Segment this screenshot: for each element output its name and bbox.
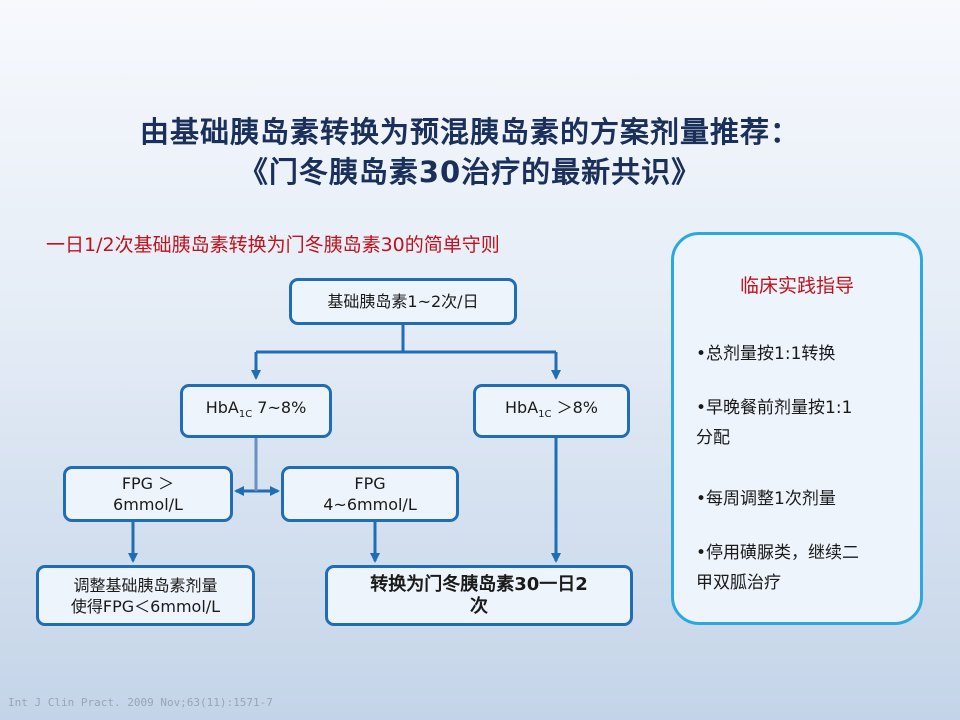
switch-line-2: 次 <box>469 595 488 617</box>
flowchart-subtitle: 一日1/2次基础胰岛素转换为门冬胰岛素30的简单守则 <box>46 234 500 256</box>
title-line-1: 由基础胰岛素转换为预混胰岛素的方案剂量推荐： <box>139 115 800 149</box>
fpg-mid-line-2: 4~6mmol/L <box>323 495 417 514</box>
panel-title: 临床实践指导 <box>739 275 854 297</box>
box-fpg-4-6: FPG 4~6mmol/L <box>281 466 459 522</box>
fpg-high-line-2: 6mmol/L <box>113 495 183 514</box>
title-line-2: 《门冬胰岛素30治疗的最新共识》 <box>238 155 702 189</box>
connector-start-split <box>256 323 556 354</box>
switch-line-1: 转换为门冬胰岛素30一日2 <box>370 573 588 595</box>
box-basal-insulin-text: 基础胰岛素1~2次/日 <box>327 292 479 311</box>
guidance-item: •每周调整1次剂量 <box>696 489 836 509</box>
box-basal-insulin: 基础胰岛素1~2次/日 <box>289 278 517 325</box>
fpg-mid-line-1: FPG <box>354 474 386 493</box>
adjust-line-1: 调整基础胰岛素剂量 <box>73 575 218 595</box>
box-hba1c-over-8: HbA1C ＞8% <box>473 384 630 438</box>
box-hba1c-7-8: HbA1C 7~8% <box>180 384 332 438</box>
box-fpg-over-6: FPG ＞ 6mmol/L <box>63 466 233 522</box>
box-adjust-basal-dose: 调整基础胰岛素剂量使得FPG＜6mmol/L <box>36 565 255 626</box>
guidance-item: •停用磺脲类，继续二甲双胍治疗 <box>696 543 860 593</box>
citation: Int J Clin Pract. 2009 Nov;63(11):1571-7 <box>8 696 273 709</box>
adjust-line-2: 使得FPG＜6mmol/L <box>70 596 221 616</box>
page-title: 由基础胰岛素转换为预混胰岛素的方案剂量推荐： 《门冬胰岛素30治疗的最新共识》 <box>0 112 940 192</box>
hba1c-high-label: HbA1C ＞8% <box>505 397 598 421</box>
guidance-item: •总剂量按1:1转换 <box>696 344 836 364</box>
hba1c-low-label: HbA1C 7~8% <box>205 397 307 421</box>
fpg-high-line-1: FPG ＞ <box>121 474 175 493</box>
